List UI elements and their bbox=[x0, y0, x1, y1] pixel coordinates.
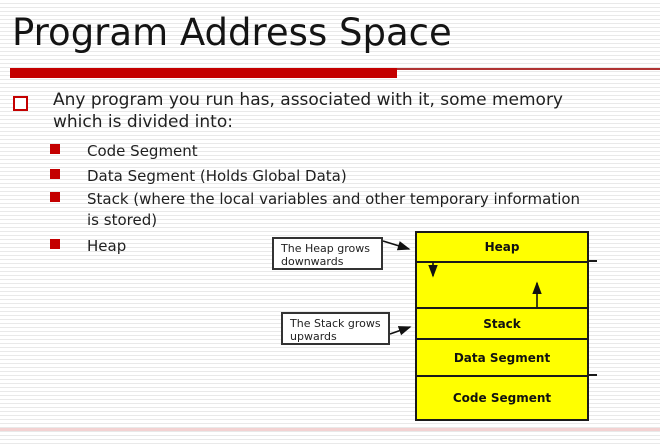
sub-bullet-data: Data Segment (Holds Global Data) bbox=[87, 166, 347, 187]
segment-data: Data Segment bbox=[417, 340, 587, 377]
sub-bullet-code: Code Segment bbox=[87, 141, 198, 162]
segment-heap: Heap bbox=[417, 233, 587, 263]
sub-bullet-heap: Heap bbox=[87, 236, 126, 257]
heap-boundary-tick bbox=[587, 260, 597, 262]
segment-free-space bbox=[417, 263, 587, 309]
sub-bullet-line: Stack (where the local variables and oth… bbox=[87, 190, 581, 208]
bullet-square-icon bbox=[50, 192, 60, 202]
bullet-square-icon bbox=[50, 169, 60, 179]
sub-bullet-line: is stored) bbox=[87, 211, 158, 229]
segment-stack: Stack bbox=[417, 309, 587, 340]
main-bullet-line: which is divided into: bbox=[53, 112, 233, 132]
callout-line: downwards bbox=[281, 255, 344, 268]
stack-callout-arrow bbox=[389, 326, 412, 336]
callout-line: The Stack grows bbox=[290, 317, 381, 330]
stack-callout: The Stack grows upwards bbox=[281, 312, 390, 345]
sub-bullet-line: Heap bbox=[87, 237, 127, 255]
diagram-arrows-layer bbox=[382, 240, 542, 336]
bullet-square-icon bbox=[50, 144, 60, 154]
page-title: Program Address Space bbox=[12, 11, 452, 54]
sub-bullet-stack: Stack (where the local variables and oth… bbox=[87, 189, 580, 231]
callout-line: upwards bbox=[290, 330, 337, 343]
title-accent-line bbox=[397, 68, 660, 70]
bullet-hollow-square-icon bbox=[13, 96, 28, 111]
main-bullet-line: Any program you run has, associated with… bbox=[53, 90, 563, 110]
bottom-accent-band bbox=[0, 428, 660, 431]
segment-code: Code Segment bbox=[452, 391, 552, 405]
memory-diagram: Heap Stack Data Segment Code Segment bbox=[415, 231, 589, 421]
sub-bullet-line: Data Segment (Holds Global Data) bbox=[87, 167, 347, 185]
title-accent-bar bbox=[10, 68, 397, 78]
main-bullet-text: Any program you run has, associated with… bbox=[53, 89, 653, 133]
heap-callout-arrow bbox=[382, 240, 411, 251]
data-boundary-tick bbox=[587, 374, 597, 376]
bullet-square-icon bbox=[50, 239, 60, 249]
sub-bullet-line: Code Segment bbox=[87, 142, 198, 160]
callout-line: The Heap grows bbox=[281, 242, 370, 255]
heap-callout: The Heap grows downwards bbox=[272, 237, 383, 270]
